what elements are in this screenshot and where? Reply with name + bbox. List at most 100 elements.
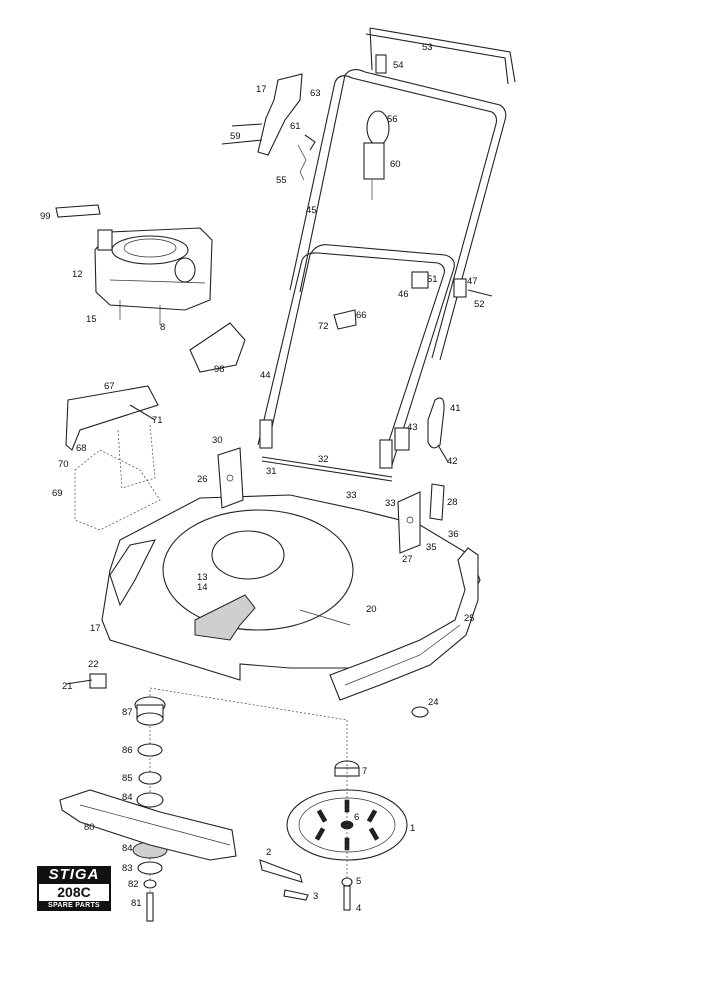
label-3: 3: [313, 891, 318, 902]
screws-59: [221, 123, 263, 145]
engine: [94, 227, 213, 325]
label-51: 51: [427, 274, 438, 285]
label-82: 82: [128, 879, 139, 890]
label-47: 47: [467, 276, 478, 287]
cover-63: [257, 73, 303, 156]
label-66: 66: [356, 310, 367, 321]
label-24: 24: [428, 697, 439, 708]
rear-cover-67: [65, 385, 161, 531]
label-84b: 84: [122, 843, 133, 854]
label-61: 61: [290, 121, 301, 132]
bracket-26: [217, 447, 244, 509]
label-43: 43: [407, 422, 418, 433]
blade-80: [59, 789, 237, 861]
label-5: 5: [356, 876, 361, 887]
label-14: 14: [197, 582, 208, 593]
cutter-2: [259, 859, 309, 901]
label-28: 28: [447, 497, 458, 508]
label-98: 98: [214, 364, 225, 375]
handle-bar-top: [365, 27, 516, 85]
hub-stack-left: [132, 690, 168, 922]
label-36: 36: [448, 529, 459, 540]
label-80: 80: [84, 822, 95, 833]
label-84a: 84: [122, 792, 133, 803]
mower-deck: [101, 494, 481, 681]
rear-handle-25: [329, 547, 479, 701]
height-lever-41: [427, 397, 449, 463]
label-99: 99: [40, 211, 51, 222]
label-31: 31: [266, 466, 277, 477]
label-35: 35: [426, 542, 437, 553]
label-87: 87: [122, 707, 133, 718]
cable-clip-66: [333, 309, 357, 330]
cable-control-56: [363, 110, 390, 200]
label-22: 22: [88, 659, 99, 670]
rod-32: [261, 456, 393, 482]
latch-43: [379, 427, 410, 469]
label-86: 86: [122, 745, 133, 756]
label-2: 2: [266, 847, 271, 858]
flap-22: [65, 673, 107, 689]
label-71: 71: [152, 415, 163, 426]
bracket-99: [55, 204, 101, 218]
label-44: 44: [260, 370, 271, 381]
label-15: 15: [86, 314, 97, 325]
label-72: 72: [318, 321, 329, 332]
label-1: 1: [410, 823, 415, 834]
handle-knob-47: [453, 278, 493, 298]
label-45: 45: [306, 205, 317, 216]
label-4: 4: [356, 903, 361, 914]
label-13: 13: [197, 572, 208, 583]
cover-98: [189, 322, 246, 373]
label-30: 30: [212, 435, 223, 446]
label-20: 20: [366, 604, 377, 615]
label-26: 26: [197, 474, 208, 485]
lower-handle: [257, 244, 455, 466]
upper-handle: [289, 69, 507, 361]
label-17: 17: [256, 84, 267, 95]
handle-bracket-54: [375, 54, 387, 74]
label-85: 85: [122, 773, 133, 784]
label-25: 25: [464, 613, 475, 624]
label-17b: 17: [90, 623, 101, 634]
part-labels: 53 54 17 63 56 61 59 60 55 45 99 12 51 4…: [40, 42, 485, 914]
label-41: 41: [450, 403, 461, 414]
handle-clamp-left: [259, 419, 273, 449]
bolt-4: [341, 877, 353, 911]
throttle-lever-61: [297, 134, 316, 181]
label-33b: 33: [385, 498, 396, 509]
brand-logo: STIGA: [37, 866, 111, 884]
label-59: 59: [230, 131, 241, 142]
label-60: 60: [390, 159, 401, 170]
brand-subtitle: SPARE PARTS: [37, 901, 111, 911]
handle-knob-51: [411, 271, 429, 289]
label-21: 21: [62, 681, 73, 692]
label-12: 12: [72, 269, 83, 280]
label-27: 27: [402, 554, 413, 565]
label-7: 7: [362, 766, 367, 777]
label-55: 55: [276, 175, 287, 186]
brand-badge: STIGA 208C SPARE PARTS: [37, 866, 111, 911]
label-46: 46: [398, 289, 409, 300]
label-6: 6: [354, 812, 359, 823]
label-33a: 33: [346, 490, 357, 501]
label-69: 69: [52, 488, 63, 499]
label-67: 67: [104, 381, 115, 392]
label-53: 53: [422, 42, 433, 53]
bracket-28: [429, 483, 445, 521]
label-32: 32: [318, 454, 329, 465]
label-70: 70: [58, 459, 69, 470]
label-42: 42: [447, 456, 458, 467]
label-68: 68: [76, 443, 87, 454]
bracket-27: [397, 491, 421, 554]
label-63: 63: [310, 88, 321, 99]
label-81: 81: [131, 898, 142, 909]
label-54: 54: [393, 60, 404, 71]
label-83: 83: [122, 863, 133, 874]
label-52: 52: [474, 299, 485, 310]
label-8: 8: [160, 322, 165, 333]
washer-24: [411, 706, 429, 718]
brand-model: 208C: [37, 884, 111, 901]
label-56: 56: [387, 114, 398, 125]
